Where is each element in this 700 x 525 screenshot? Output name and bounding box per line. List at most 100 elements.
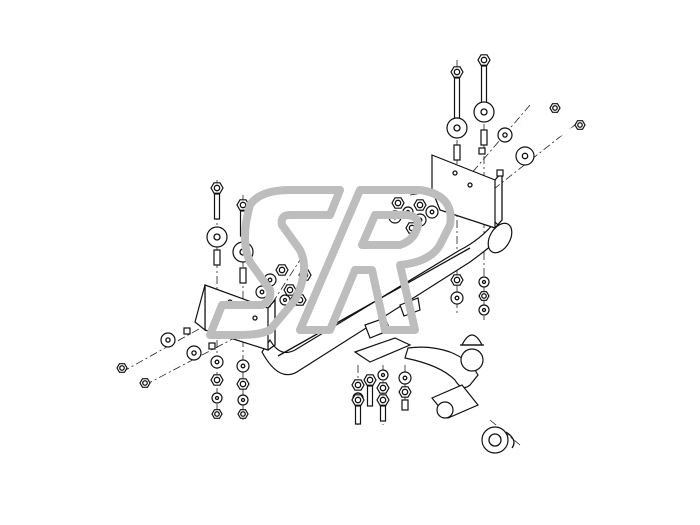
spacer-icon [401,399,409,411]
nut-hole [214,411,220,417]
nut-hole [453,276,461,284]
nut-hole [480,56,488,64]
washer-hole [429,209,435,215]
washer-icon [497,127,513,143]
nut-icon [210,182,224,194]
washer-hole [453,124,461,132]
washer-icon [186,345,202,361]
nut-icon [574,120,586,130]
spacer-icon [239,267,247,284]
nut-icon [237,409,249,419]
nut-hole [354,381,362,389]
nut-icon [450,274,464,286]
nut-hole [239,201,247,209]
bolt-icon [121,346,156,370]
bolt-icon [354,405,362,425]
washer-icon [206,226,228,248]
nut-icon [450,66,464,78]
washer-hole [521,152,529,160]
washer-hole [267,277,273,283]
assembly-axis-lines [121,60,576,446]
nut-icon [478,291,490,301]
nut-hole [239,380,247,388]
washer-icon [473,101,495,123]
bolt-icon [144,364,176,385]
nut-icon [116,363,128,373]
nut-hole [453,68,461,76]
nut-icon [275,264,289,276]
nut-icon [351,394,365,406]
washer-hole [282,297,288,303]
washer-hole [502,132,508,138]
sr-watermark-logo: SR [206,186,455,339]
nut-icon [236,378,250,390]
nut-hole [213,184,221,192]
spacer-icon [213,249,221,266]
washer-hole [402,375,408,381]
bolt-icon [453,77,461,119]
nut-hole [379,384,387,392]
washer-icon [425,205,439,219]
tow-bar-beam [261,221,513,376]
nut-icon [363,374,377,386]
nut-hole [366,376,374,384]
nut-hole [394,199,402,207]
washer-hole [240,397,246,403]
nut-hole [354,396,362,404]
nut-icon [376,382,390,394]
nut-hole [286,286,294,294]
spacer-icon [496,169,504,177]
nut-hole [278,266,286,274]
nut-hole [213,376,221,384]
washer-hole [481,307,487,313]
nut-icon [211,409,223,419]
bolt-icon [366,385,374,407]
bolt-icon [213,193,221,220]
washer-hole [213,233,221,241]
washer-icon [450,291,464,305]
washer-icon [377,369,389,381]
washer-icon [210,355,224,369]
nut-icon [351,379,365,391]
bolt-icon [519,106,556,127]
washer-hole [214,359,220,365]
washer-hole [240,363,246,369]
nut-icon [376,394,390,406]
nut-hole [416,201,424,209]
nut-hole [379,396,387,404]
bolt-icon [379,405,387,422]
nut-hole [142,380,148,386]
nut-icon [398,386,412,398]
right-mounting-bracket [431,154,503,229]
washer-icon [478,276,490,288]
axis-line [469,104,531,176]
washer-hole [191,350,197,356]
nut-icon [210,374,224,386]
spacer-icon [183,327,191,335]
washer-icon [237,394,249,406]
washer-hole [165,337,171,343]
bolt-icon [539,123,581,147]
electrical-socket-assembly [431,384,515,454]
washer-hole [481,279,487,285]
spacer-icon [208,342,216,350]
nut-icon [413,199,427,211]
washer-icon [160,332,176,348]
washer-icon [515,146,535,166]
nut-hole [577,122,583,128]
spacer-icon [480,129,488,146]
nut-hole [481,293,487,299]
nut-icon [139,378,151,388]
washer-icon [446,117,468,139]
axis-line [254,259,301,331]
spacer-icon [478,147,486,155]
washer-icon [478,304,490,316]
nut-icon [549,103,561,113]
spacer-icon [453,144,461,161]
washer-hole [214,395,220,401]
washer-hole [480,108,488,116]
washer-hole [259,289,265,295]
nut-hole [552,105,558,111]
